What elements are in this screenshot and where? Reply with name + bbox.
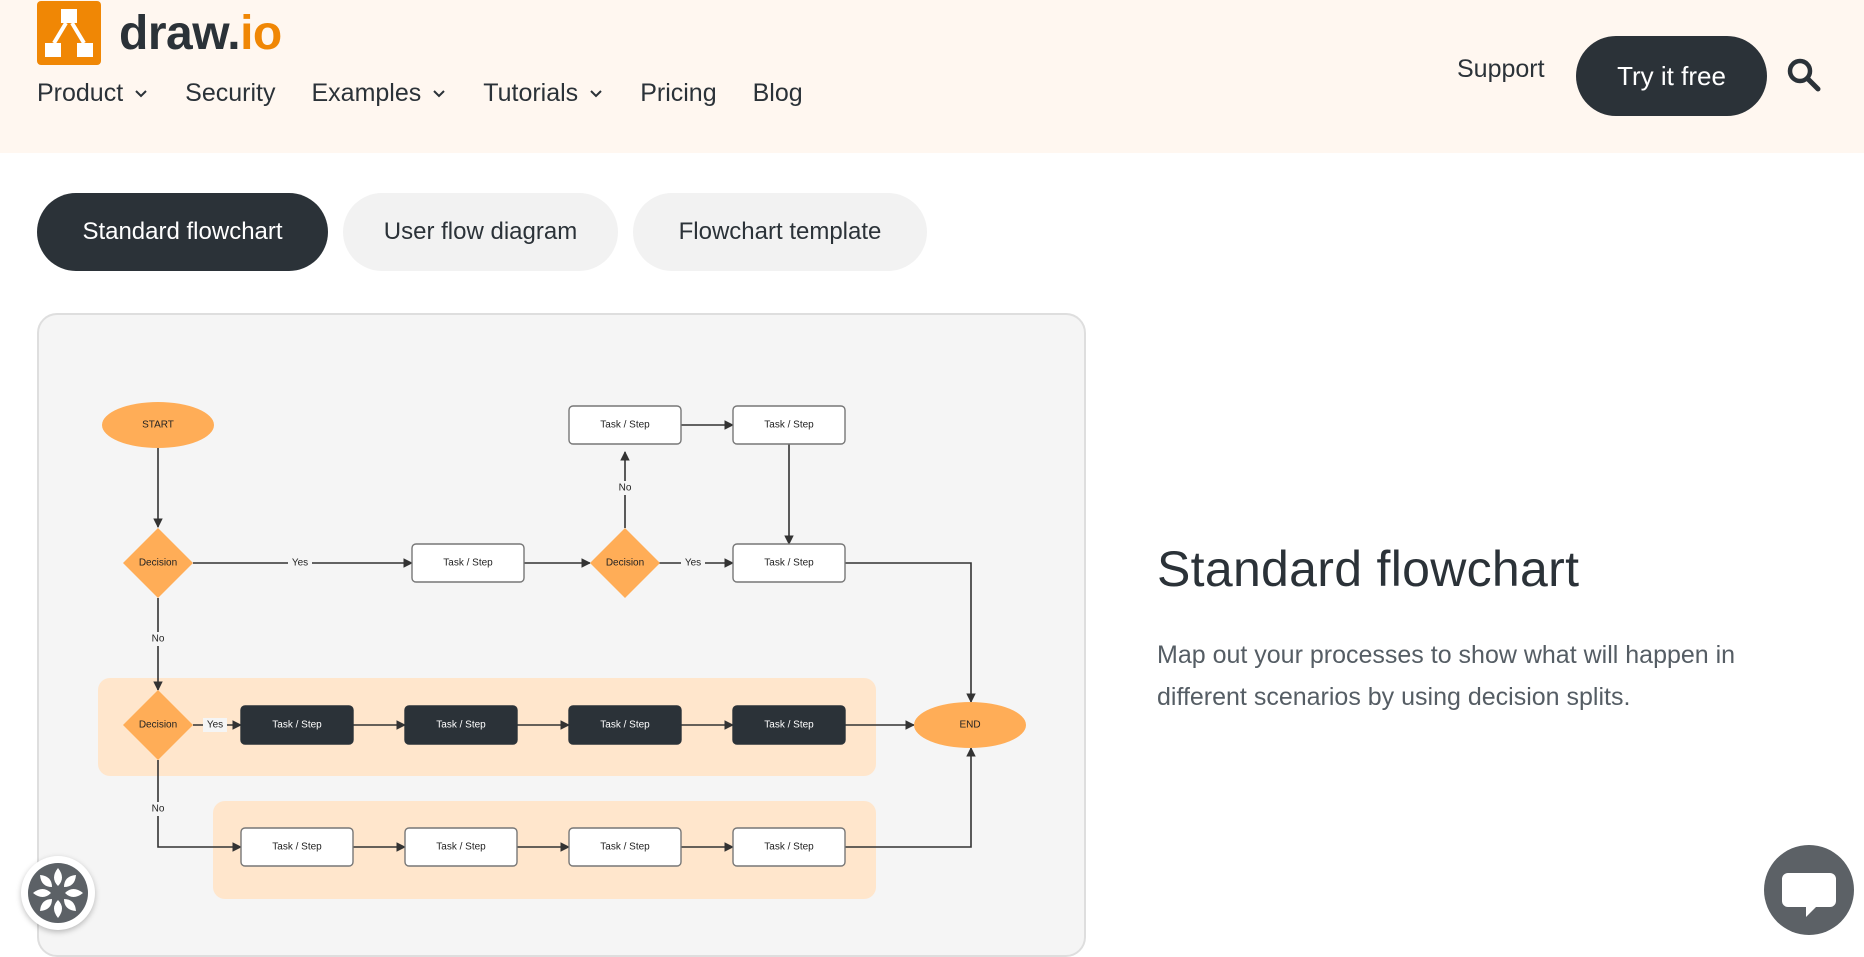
edge-label-yes-1: Yes — [292, 558, 308, 569]
edge-label-no-2: No — [152, 634, 165, 645]
task-node-h-label: Task / Step — [764, 720, 814, 731]
task-node-e-label: Task / Step — [272, 720, 322, 731]
task-node-b — [568, 405, 682, 445]
nav-item-security[interactable]: Security — [185, 79, 275, 108]
main-nav: Product Security Examples Tutorials Pricing B… — [37, 73, 839, 113]
decision-node-3 — [123, 690, 193, 760]
task-node-h — [732, 705, 846, 745]
task-node-i-label: Task / Step — [272, 842, 322, 853]
nav-item-pricing[interactable]: Pricing — [640, 79, 716, 108]
task-node-i — [240, 827, 354, 867]
task-node-e — [240, 705, 354, 745]
nav-item-label: Tutorials — [483, 78, 579, 107]
section-heading: Standard flowchart — [1157, 541, 1580, 597]
lane-band-2 — [213, 801, 876, 899]
task-node-j-label: Task / Step — [436, 842, 486, 853]
edge-label-yes-1-bg — [288, 556, 312, 570]
decision-node-2-label: Decision — [606, 558, 644, 569]
task-node-f — [404, 705, 518, 745]
nav-item-label: Security — [185, 78, 276, 107]
logo-wordmark: draw.io — [119, 6, 282, 60]
chat-button[interactable] — [1764, 845, 1854, 935]
try-it-free-button[interactable]: Try it free — [1576, 36, 1767, 116]
connector-to-end — [845, 562, 976, 703]
task-node-j — [404, 827, 518, 867]
nav-item-label: Pricing — [640, 78, 717, 107]
task-node-g — [568, 705, 682, 745]
search-icon[interactable] — [1786, 57, 1822, 93]
task-node-l — [732, 827, 846, 867]
nav-item-label: Blog — [752, 78, 803, 107]
edge-label-no-3: No — [152, 804, 165, 815]
tab-flowchart-template[interactable]: Flowchart template — [633, 193, 927, 271]
decision-node-1-label: Decision — [139, 558, 177, 569]
site-header: draw.io Product Security Examples Tutorials… — [0, 0, 1864, 153]
task-node-f-label: Task / Step — [436, 720, 486, 731]
nav-item-blog[interactable]: Blog — [753, 79, 803, 108]
edge-label-yes-2-bg — [681, 556, 705, 570]
edge-label-no-2-bg — [146, 632, 170, 646]
end-node — [914, 702, 1026, 748]
nav-item-label: Examples — [311, 78, 422, 107]
nav-item-label: Product — [37, 78, 124, 107]
edge-label-yes-3: Yes — [207, 720, 223, 731]
drawio-logo[interactable]: draw.io — [37, 0, 282, 66]
support-link[interactable]: Support — [1457, 55, 1545, 83]
drawio-logo-icon — [37, 1, 101, 65]
task-node-k — [568, 827, 682, 867]
edge-label-no-1-bg — [613, 481, 637, 495]
edge-label-yes-3-bg — [203, 718, 227, 732]
connector-lower-end — [845, 747, 976, 848]
start-node — [102, 402, 214, 448]
chevron-down-icon — [135, 90, 147, 98]
tab-standard-flowchart[interactable]: Standard flowchart — [37, 193, 328, 271]
start-node-label: START — [142, 420, 174, 431]
tab-user-flow-diagram[interactable]: User flow diagram — [343, 193, 618, 271]
task-node-d-label: Task / Step — [764, 558, 814, 569]
nav-item-examples[interactable]: Examples — [311, 79, 447, 108]
edge-label-no-1: No — [619, 483, 632, 494]
edge-label-no-3-bg — [146, 802, 170, 816]
section-description: Map out your processes to show what will… — [1157, 641, 1736, 711]
task-node-l-label: Task / Step — [764, 842, 814, 853]
cookie-settings-button[interactable] — [21, 856, 95, 930]
chevron-down-icon — [433, 90, 445, 98]
decision-node-2 — [590, 528, 660, 598]
nav-item-tutorials[interactable]: Tutorials — [483, 79, 604, 108]
task-node-b-label: Task / Step — [600, 420, 650, 431]
end-node-label: END — [959, 720, 980, 731]
cookie-settings-icon — [28, 863, 88, 923]
task-node-d — [732, 543, 846, 583]
connector-no-row — [157, 760, 242, 852]
task-node-c-label: Task / Step — [764, 420, 814, 431]
task-node-c — [732, 405, 846, 445]
nav-item-product[interactable]: Product — [37, 79, 149, 108]
task-node-g-label: Task / Step — [600, 720, 650, 731]
decision-node-1 — [123, 528, 193, 598]
task-node-a-label: Task / Step — [443, 558, 493, 569]
edge-label-yes-2: Yes — [685, 558, 701, 569]
decision-node-3-label: Decision — [139, 720, 177, 731]
task-node-k-label: Task / Step — [600, 842, 650, 853]
task-node-a — [411, 543, 525, 583]
chevron-down-icon — [590, 90, 602, 98]
chat-icon — [1782, 873, 1836, 917]
